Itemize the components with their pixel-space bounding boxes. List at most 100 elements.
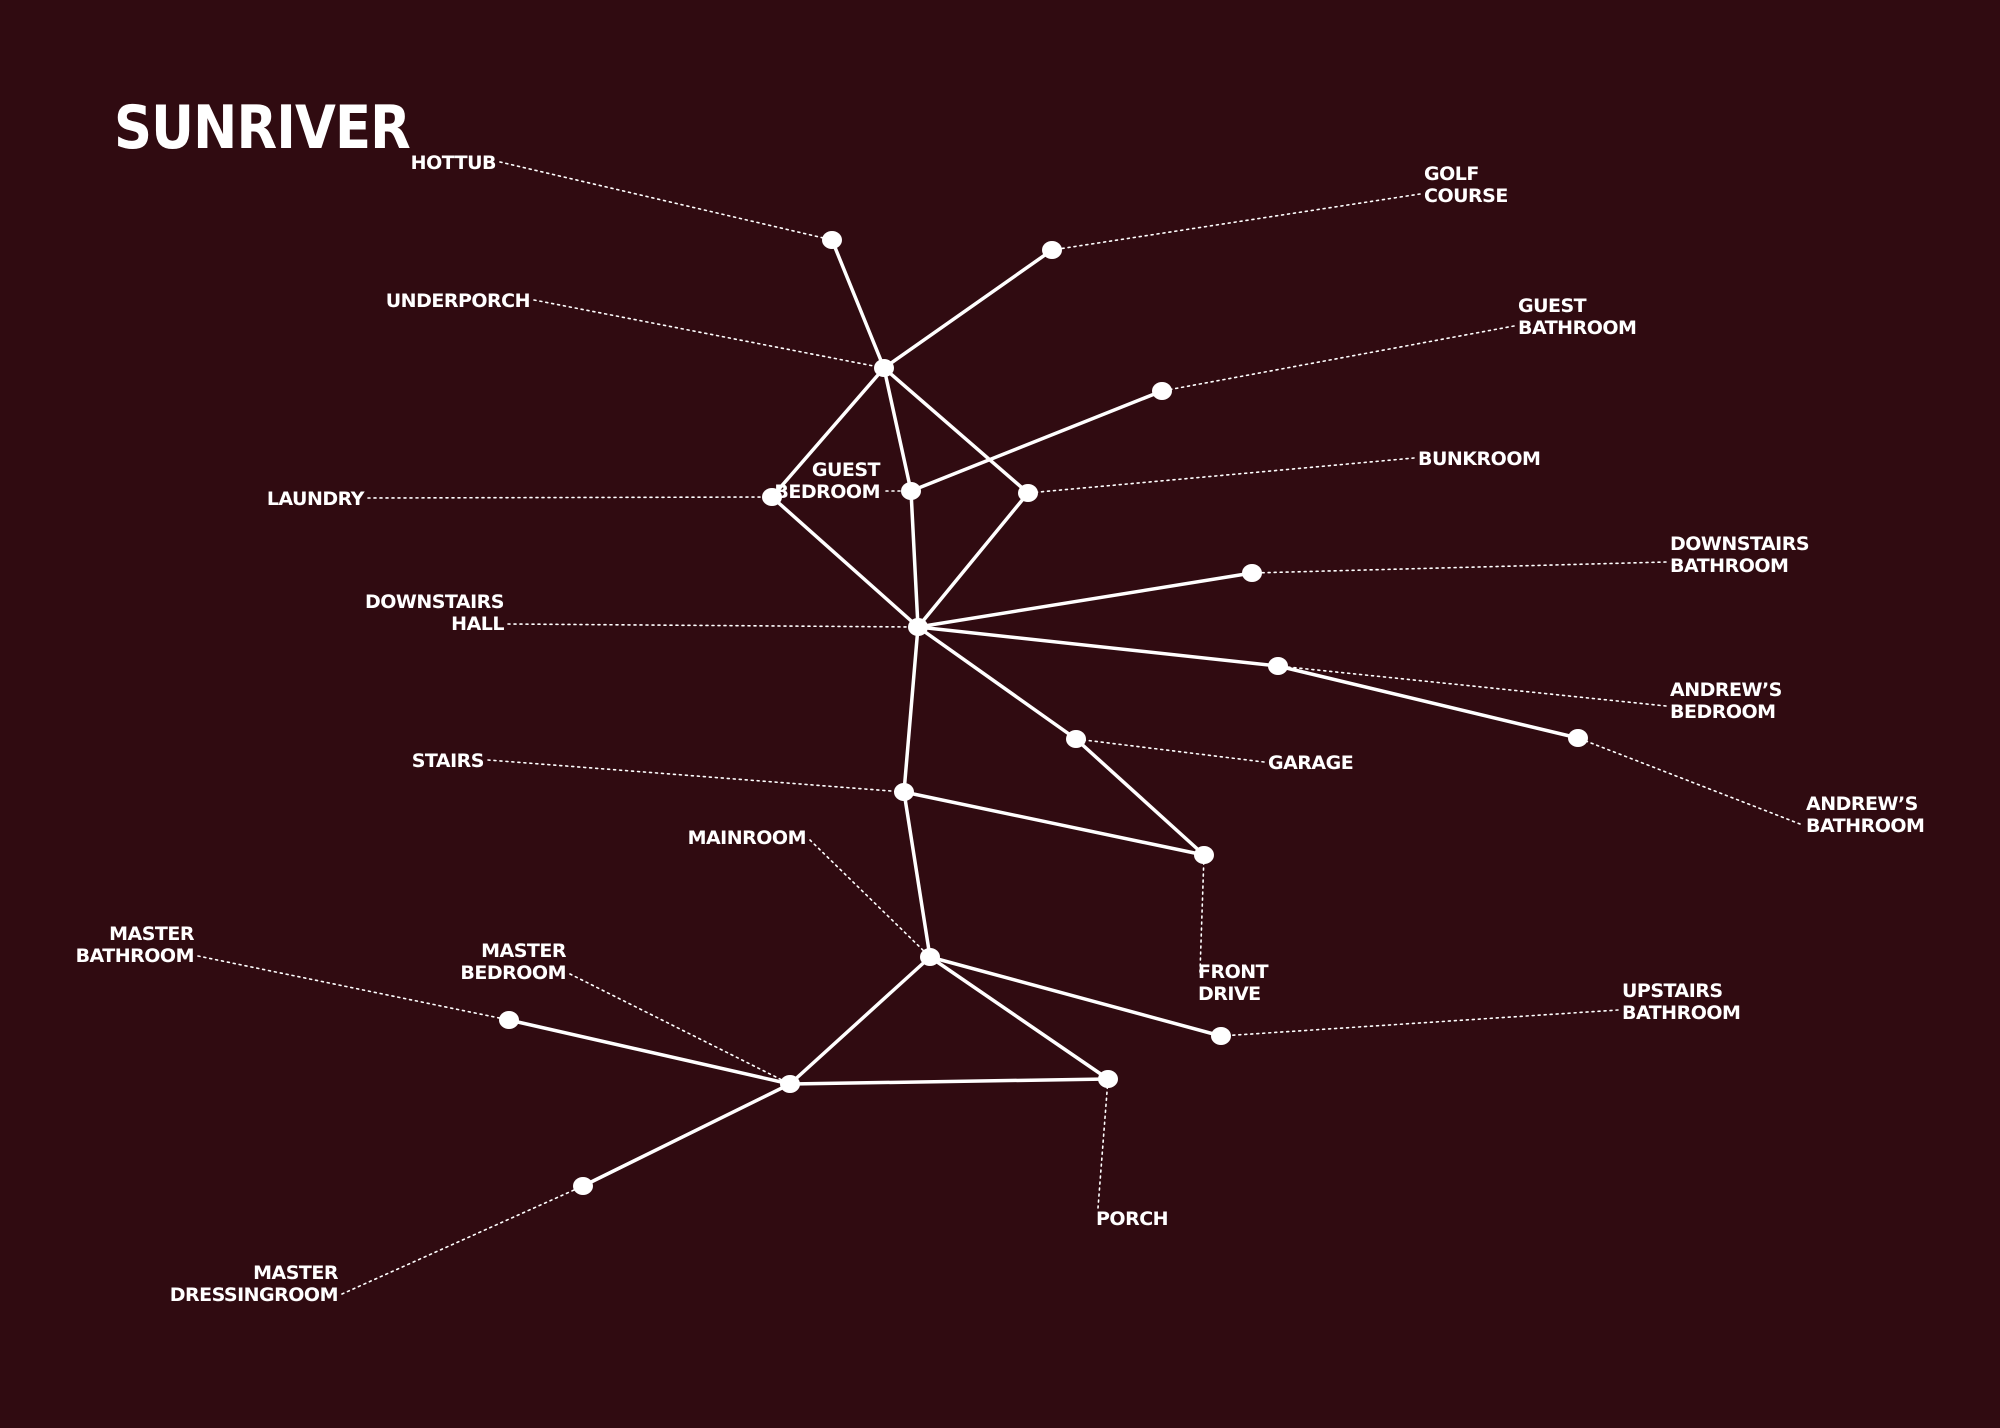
node-downstairs-hall	[908, 618, 928, 636]
edge-golf-course-to-underporch	[882, 248, 1054, 370]
label-line: MASTER	[253, 1262, 339, 1284]
leader-line-laundry	[367, 496, 773, 499]
node-downstairs-bathroom	[1242, 564, 1262, 582]
edge-master-bedroom-to-master-bathroom	[507, 1018, 792, 1086]
node-guest-bathroom	[1152, 382, 1172, 400]
label-mainroom: MAINROOM	[688, 827, 806, 849]
leader-line-andrews-bedroom	[1277, 665, 1667, 707]
leader-line-master-bedroom	[569, 973, 791, 1085]
label-line: UPSTAIRS	[1622, 980, 1723, 1002]
edge-garage-to-front-drive	[1074, 737, 1206, 857]
label-line: GARAGE	[1268, 752, 1353, 774]
label-line: BATHROOM	[1806, 815, 1924, 837]
node-andrews-bathroom	[1568, 729, 1588, 747]
label-laundry: LAUNDRY	[267, 488, 365, 510]
label-line: ANDREW’S	[1670, 679, 1782, 701]
label-line: MAINROOM	[688, 827, 806, 849]
edge-hottub-to-underporch	[830, 238, 886, 370]
leader-line-underporch	[533, 299, 885, 369]
label-line: COURSE	[1424, 185, 1508, 207]
label-line: GUEST	[1518, 295, 1587, 317]
label-line: BEDROOM	[460, 962, 566, 984]
label-line: BUNKROOM	[1418, 448, 1540, 470]
leader-line-golf-course	[1051, 193, 1421, 251]
edge-downstairs-hall-to-downstairs-bathroom	[916, 571, 1254, 629]
edge-underporch-to-bunkroom	[882, 366, 1030, 495]
edge-master-bedroom-to-porch	[788, 1077, 1110, 1086]
node-mainroom	[920, 948, 940, 966]
node-master-dressingroom	[573, 1177, 593, 1195]
label-line: MASTER	[109, 923, 195, 945]
edge-stairs-to-mainroom	[902, 790, 932, 959]
edge-mainroom-to-porch	[928, 955, 1110, 1081]
leader-line-master-dressingroom	[341, 1185, 584, 1295]
node-bunkroom	[1018, 484, 1038, 502]
leader-line-garage	[1075, 738, 1265, 763]
leader-line-porch	[1097, 1078, 1109, 1209]
label-line: LAUNDRY	[267, 488, 365, 510]
label-line: PORCH	[1096, 1208, 1168, 1230]
label-underporch: UNDERPORCH	[386, 290, 530, 312]
label-line: STAIRS	[412, 750, 484, 772]
node-underporch	[874, 359, 894, 377]
leader-line-front-drive	[1199, 854, 1205, 973]
label-line: BEDROOM	[774, 481, 880, 503]
edge-andrews-bedroom-to-andrews-bathroom	[1276, 664, 1580, 740]
label-garage: GARAGE	[1268, 752, 1353, 774]
label-line: UNDERPORCH	[386, 290, 530, 312]
edge-stairs-to-front-drive	[902, 790, 1206, 857]
label-line: DRIVE	[1198, 983, 1261, 1005]
label-line: HALL	[451, 613, 504, 635]
label-line: ANDREW’S	[1806, 793, 1918, 815]
label-line: BATHROOM	[1670, 555, 1788, 577]
leader-line-guest-bathroom	[1161, 325, 1515, 392]
node-stairs	[894, 783, 914, 801]
label-line: FRONT	[1198, 961, 1269, 983]
edge-underporch-to-laundry	[770, 366, 886, 499]
leader-line-master-bathroom	[197, 955, 510, 1021]
label-line: GOLF	[1424, 163, 1479, 185]
node-hottub	[822, 231, 842, 249]
node-master-bedroom	[780, 1075, 800, 1093]
label-hottub: HOTTUB	[411, 152, 496, 174]
edge-downstairs-hall-to-stairs	[902, 625, 920, 794]
leader-line-hottub	[499, 161, 833, 241]
node-golf-course	[1042, 241, 1062, 259]
edge-guest-bedroom-to-guest-bathroom	[909, 389, 1164, 493]
leader-line-andrews-bathroom	[1577, 737, 1801, 825]
edge-guest-bedroom-to-downstairs-hall	[909, 489, 920, 629]
label-bunkroom: BUNKROOM	[1418, 448, 1540, 470]
edge-bunkroom-to-downstairs-hall	[916, 491, 1030, 629]
label-line: BATHROOM	[76, 945, 194, 967]
label-line: DRESSINGROOM	[170, 1284, 338, 1306]
leader-line-mainroom	[809, 839, 931, 958]
leader-line-bunkroom	[1027, 457, 1415, 494]
edge-master-bedroom-to-master-dressingroom	[581, 1082, 792, 1188]
edge-mainroom-to-master-bedroom	[788, 955, 932, 1086]
label-line: MASTER	[481, 940, 567, 962]
edge-downstairs-hall-to-garage	[916, 625, 1078, 741]
edge-underporch-to-guest-bedroom	[882, 366, 913, 493]
node-laundry	[762, 488, 782, 506]
node-porch	[1098, 1070, 1118, 1088]
node-upstairs-bathroom	[1211, 1027, 1231, 1045]
label-line: BATHROOM	[1622, 1002, 1740, 1024]
node-andrews-bedroom	[1268, 657, 1288, 675]
node-guest-bedroom	[901, 482, 921, 500]
label-line: BEDROOM	[1670, 701, 1776, 723]
label-stairs: STAIRS	[412, 750, 484, 772]
leader-line-downstairs-hall	[507, 623, 919, 628]
node-master-bathroom	[499, 1011, 519, 1029]
